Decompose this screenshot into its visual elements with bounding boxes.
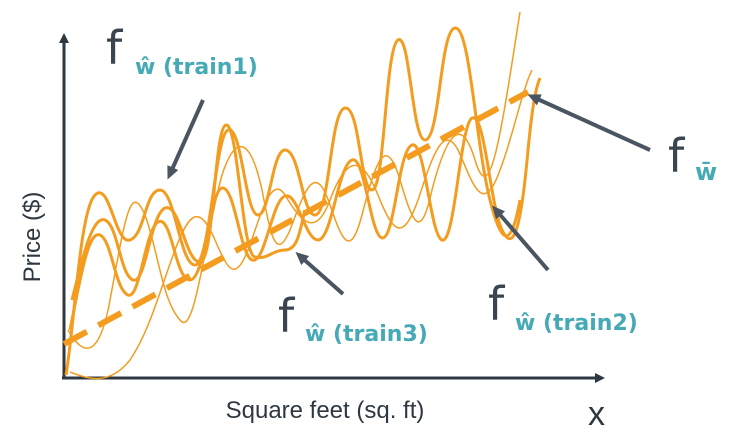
label-train3-sub: ŵ (train3) <box>305 322 428 347</box>
label-train2-sub: ŵ (train2) <box>515 311 638 336</box>
y-axis-label: Price ($) <box>19 192 46 283</box>
pointer-arrow-train2 <box>492 205 550 272</box>
label-train2-f: f <box>488 277 506 331</box>
label-train3-f: f <box>278 289 296 343</box>
x-axis-symbol: x <box>588 395 605 433</box>
fit-curve-train3 <box>70 123 307 301</box>
pointer-arrow-wbar <box>527 94 651 152</box>
pointer-arrow-train1 <box>167 99 205 180</box>
label-wbar-f: f <box>668 129 686 183</box>
label-train1-f: f <box>106 21 124 75</box>
pointer-arrow-train3 <box>295 252 345 296</box>
mean-fit-line <box>62 89 530 347</box>
x-axis-label: Square feet (sq. ft) <box>226 397 425 424</box>
label-wbar-sub: w̄ <box>695 158 717 186</box>
fit-curve-train2 <box>68 77 542 331</box>
label-train1-sub: ŵ (train1) <box>135 55 258 80</box>
